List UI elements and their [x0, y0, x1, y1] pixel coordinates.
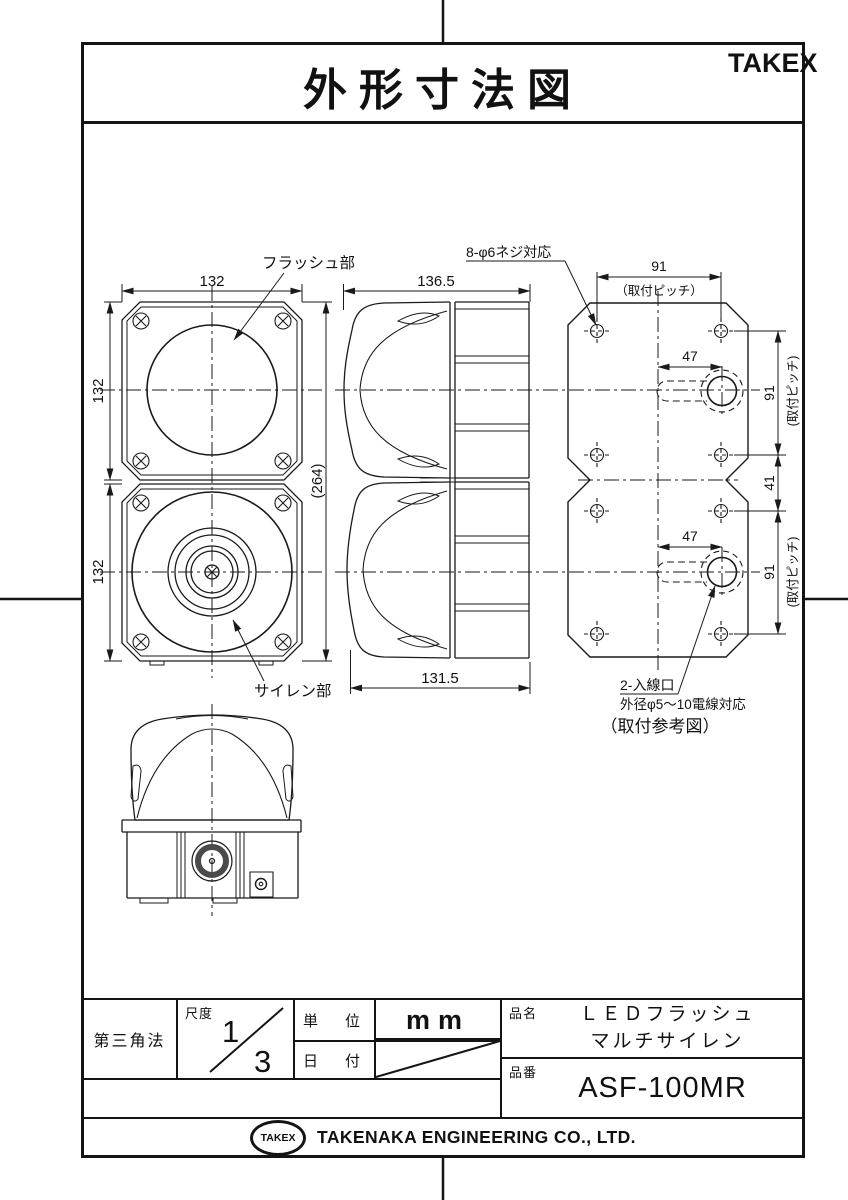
title-band-divider — [81, 121, 805, 124]
date-label-cell: 日 付 — [293, 1040, 376, 1080]
takex-oval-logo: TAKEX — [250, 1119, 307, 1156]
product-name-cell: 品名 ＬＥＤフラッシュ マルチサイレン — [500, 998, 805, 1059]
scale-numerator: 1 — [222, 1014, 240, 1049]
product-name-label: 品名 — [509, 1006, 538, 1021]
sheet-border — [81, 42, 805, 1158]
scale-denominator: 3 — [254, 1044, 272, 1079]
takex-wordmark: TAKEX — [728, 48, 818, 78]
scale-label: 尺度 — [185, 1006, 214, 1021]
product-number-value: ASF-100MR — [578, 1071, 747, 1104]
product-name-value: ＬＥＤフラッシュ マルチサイレン — [579, 1003, 756, 1052]
projection-label: 第三角法 — [93, 1033, 166, 1050]
scale-cell: 尺度 1 3 — [176, 998, 295, 1080]
footer: TAKEX TAKENAKA ENGINEERING CO., LTD. — [81, 1117, 805, 1158]
projection-cell: 第三角法 — [81, 998, 178, 1080]
product-number-cell: 品番 ASF-100MR — [500, 1057, 805, 1119]
unit-value: mm — [405, 1004, 470, 1035]
unit-label-cell: 単 位 — [293, 998, 376, 1042]
unit-label: 単 位 — [302, 1012, 366, 1030]
empty-cell — [81, 1078, 502, 1119]
date-label: 日 付 — [302, 1052, 366, 1070]
page-title: 外形寸法図 — [303, 66, 583, 115]
product-number-label: 品番 — [509, 1065, 538, 1080]
date-value-cell — [374, 1038, 502, 1080]
company-name: TAKENAKA ENGINEERING CO., LTD. — [317, 1127, 636, 1147]
unit-value-cell: mm — [374, 998, 502, 1042]
